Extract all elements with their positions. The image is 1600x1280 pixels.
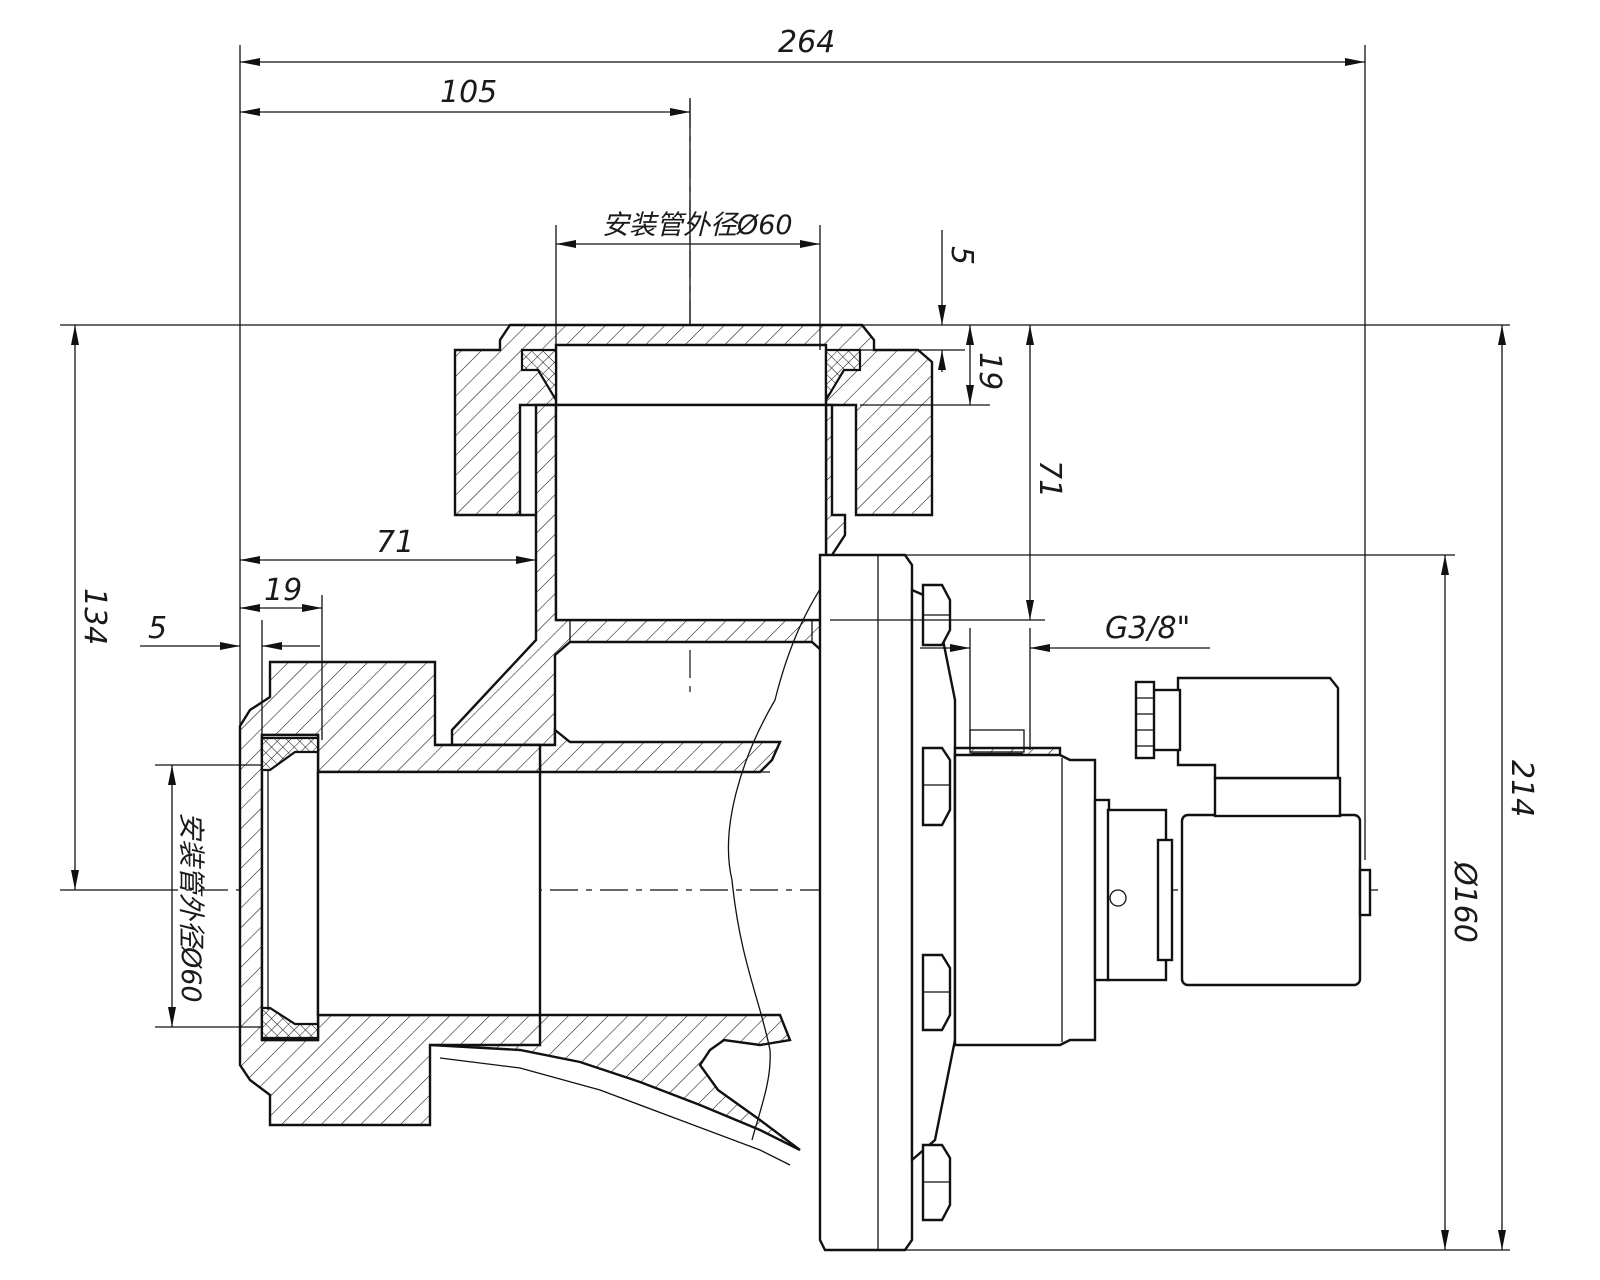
dim-side-seal-gap: 5 [148, 611, 167, 646]
flange-bolts [921, 583, 952, 1222]
dim-side-pipe-od: 安装管外径Ø60 [175, 812, 206, 1003]
main-body-bore [539, 771, 780, 1016]
top-pipe-body [450, 403, 847, 747]
side-coupling-nut [238, 660, 542, 1127]
dim-port-thread: G3/8" [1105, 611, 1190, 646]
side-seal-rings [260, 736, 320, 1040]
dim-side-pipe-offset: 71 [376, 525, 414, 560]
solenoid-body [953, 753, 1111, 1047]
solenoid-coil [1180, 776, 1372, 987]
dim-inlet-offset: 105 [440, 75, 497, 110]
top-coupling-nut [453, 323, 934, 517]
cover-cap [910, 588, 957, 1163]
main-body-bottom-wall [428, 1013, 801, 1166]
break-line [727, 559, 841, 1141]
dim-top-seal-gap: 5 [944, 246, 979, 265]
dim-top-pipe-od: 安装管外径Ø60 [602, 210, 793, 241]
dim-top-seal-depth: 19 [972, 352, 1007, 390]
side-pipe-bore [267, 770, 542, 1017]
dim-side-seal-depth: 19 [264, 573, 302, 608]
dim-flange-diameter: Ø160 [1447, 860, 1482, 943]
dim-top-pipe-height: 71 [1032, 460, 1067, 498]
dim-overall-length: 264 [778, 25, 835, 60]
flange-plate [818, 553, 914, 1252]
dim-left-height: 134 [77, 588, 112, 645]
solenoid-stem [1106, 808, 1174, 982]
dim-overall-height: 214 [1504, 760, 1539, 817]
top-seal-rings [520, 348, 862, 404]
extension-lines [60, 45, 1510, 1251]
dimension-lines [71, 58, 1506, 1250]
connector-plug [1134, 676, 1340, 780]
